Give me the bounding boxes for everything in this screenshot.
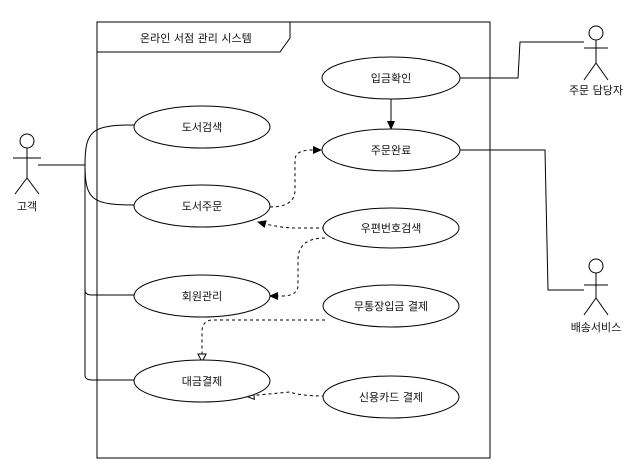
use-case-book-order[interactable]: 도서주문 [133,184,271,228]
associations [38,41,584,381]
assoc-delivery-service [460,149,584,291]
actor-order-manager[interactable]: 주문 담당자 [569,25,623,97]
actor-label: 고객 [17,200,37,213]
actor-label: 주문 담당자 [569,84,623,97]
stick-figure-icon [13,133,41,195]
assoc-payment [84,165,135,381]
use-case-label: 도서주문 [182,200,222,213]
actor-delivery-service[interactable]: 배송서비스 [571,258,622,334]
use-case-label: 대금결제 [182,375,222,388]
use-case-label: 회원관리 [182,290,222,303]
stick-figure-icon [583,258,609,316]
use-case-payment-check[interactable]: 입금확인 [321,56,461,100]
assoc-member-manage [84,165,135,296]
use-case-payment[interactable]: 대금결제 [133,359,271,403]
actor-customer[interactable]: 고객 [13,133,41,213]
use-case-label: 신용카드 결제 [359,391,423,404]
use-case-bank-transfer[interactable]: 무통장입금 결제 [322,284,460,328]
use-case-credit-card[interactable]: 신용카드 결제 [322,375,460,419]
use-case-label: 입금확인 [371,72,411,85]
gen-bank-to-payment [202,319,325,361]
use-case-label: 도서검색 [182,121,222,134]
system-boundary: 온라인 서점 관리 시스템 [96,21,491,459]
use-case-label: 주문완료 [371,144,411,157]
assoc-order-manager [460,41,584,79]
use-case-label: 무통장입금 결제 [354,300,428,313]
stick-figure-icon [583,25,609,81]
dep-zip-to-order [257,220,325,229]
actor-label: 배송서비스 [571,321,622,334]
use-case-zip-search[interactable]: 우편번호검색 [322,207,460,249]
dep-zip-to-member [269,237,326,300]
assoc-book-search [84,124,136,166]
system-title: 온라인 서점 관리 시스템 [140,32,252,45]
use-case-order-complete[interactable]: 주문완료 [321,128,461,172]
dependencies [202,146,326,396]
use-case-label: 우편번호검색 [361,222,422,235]
assoc-book-order [84,164,136,206]
use-case-member-manage[interactable]: 회원관리 [133,274,271,318]
use-case-book-search[interactable]: 도서검색 [133,105,271,149]
dep-order-to-complete [269,146,322,208]
